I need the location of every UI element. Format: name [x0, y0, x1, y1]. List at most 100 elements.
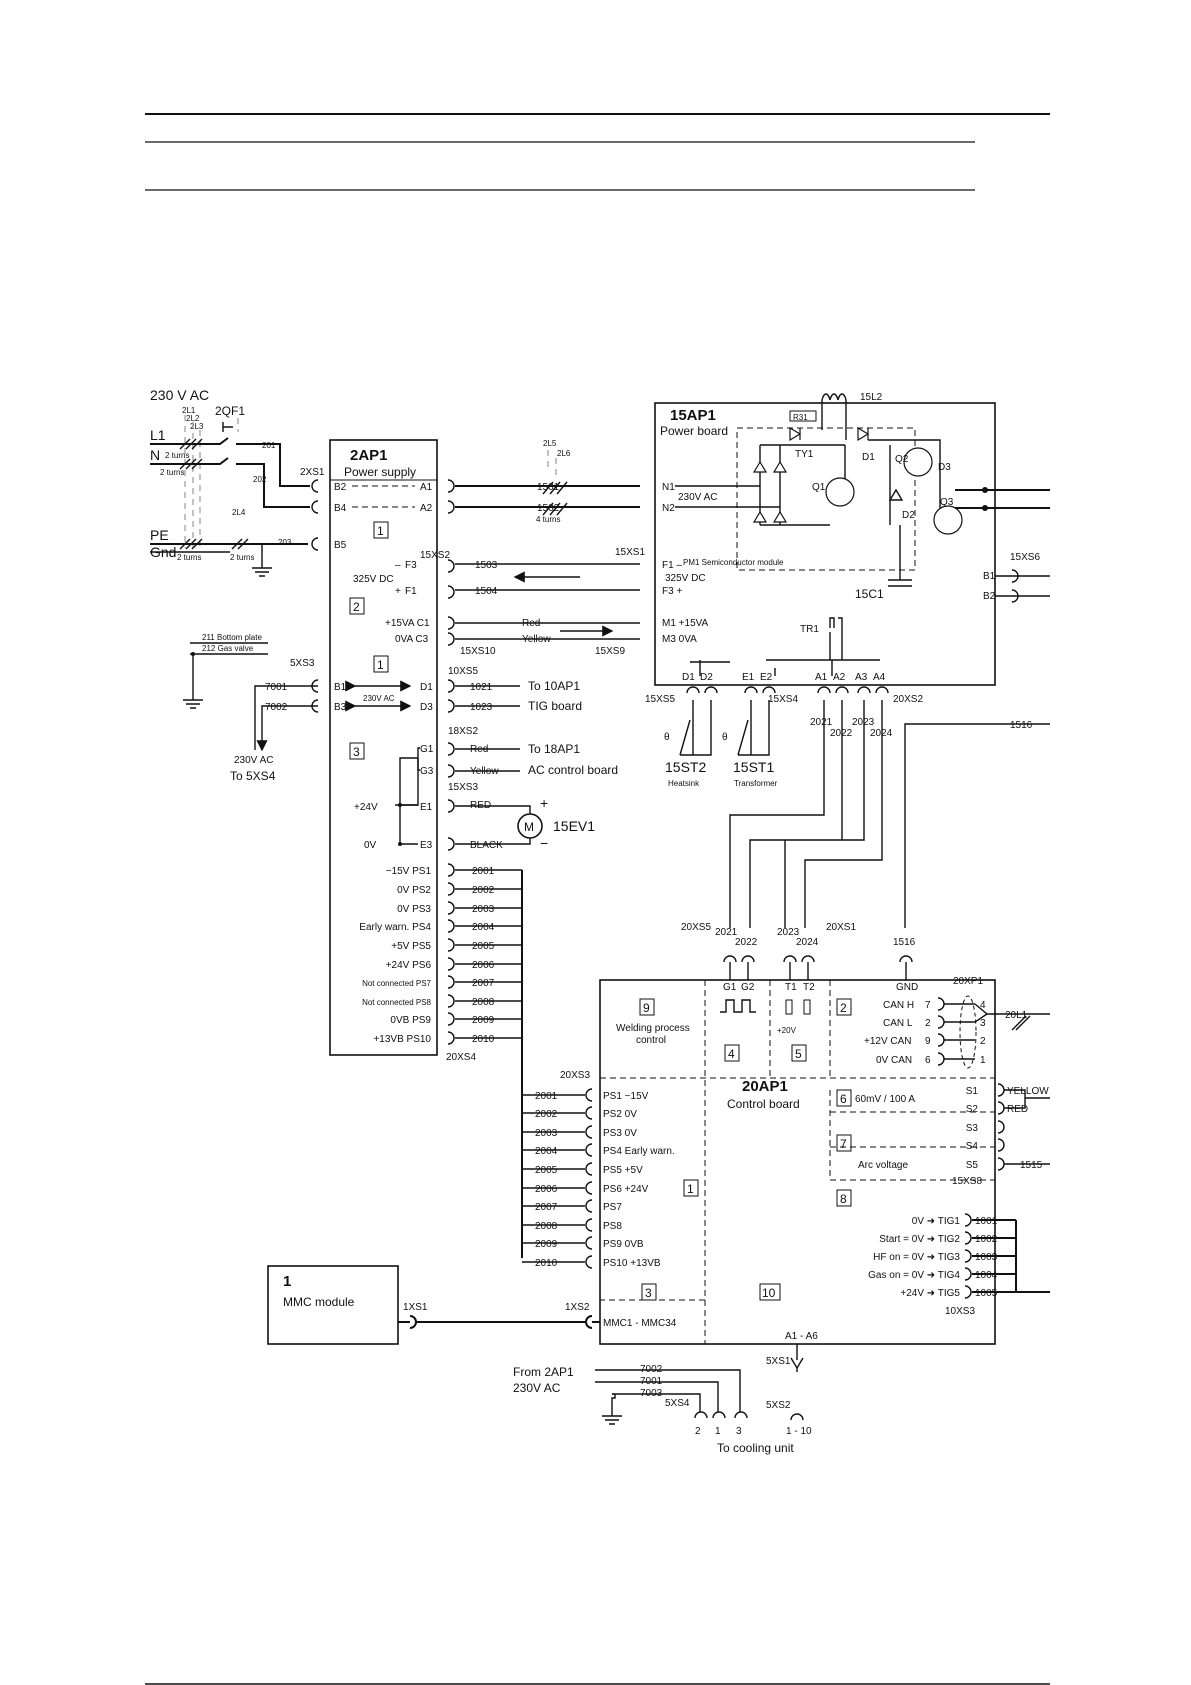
ps-pin-label: Not connected PS8: [362, 998, 431, 1007]
svg-text:7: 7: [840, 1137, 847, 1151]
svg-text:9: 9: [643, 1001, 650, 1015]
svg-text:202: 202: [253, 475, 267, 484]
svg-text:M3 0VA: M3 0VA: [662, 634, 697, 645]
svg-text:2008: 2008: [472, 997, 495, 1008]
svg-text:20XS3: 20XS3: [560, 1070, 590, 1081]
svg-text:0V CAN: 0V CAN: [876, 1055, 912, 1066]
control-board-box: [599, 979, 996, 1345]
svg-text:2L1: 2L1: [182, 406, 196, 415]
svg-text:325V DC: 325V DC: [353, 574, 394, 585]
svg-text:1: 1: [980, 1055, 986, 1066]
svg-text:CAN H: CAN H: [883, 1000, 914, 1011]
svg-text:2001: 2001: [535, 1091, 558, 1102]
svg-text:1002: 1002: [975, 1234, 998, 1245]
ps-pin-label: 0V PS3: [397, 904, 431, 915]
svg-text:D1: D1: [682, 672, 695, 683]
svg-text:6: 6: [840, 1092, 847, 1106]
svg-text:2023: 2023: [777, 927, 800, 938]
svg-text:D3: D3: [420, 702, 433, 713]
ps-pin-label: +13VB PS10: [373, 1034, 431, 1045]
svg-text:10XS3: 10XS3: [945, 1306, 975, 1317]
svg-text:B1: B1: [983, 571, 996, 582]
svg-text:2024: 2024: [796, 937, 819, 948]
svg-text:1005: 1005: [975, 1288, 998, 1299]
svg-text:6: 6: [925, 1055, 931, 1066]
svg-text:TIG board: TIG board: [528, 699, 582, 713]
svg-text:2 turns: 2 turns: [177, 553, 201, 562]
svg-text:10XS5: 10XS5: [448, 666, 478, 677]
svg-text:AC control board: AC control board: [528, 763, 618, 777]
control-board-ps-pins: 2001 2002 2003 2004 2005 2006 2007 2008 …: [522, 1088, 675, 1269]
svg-text:2001: 2001: [472, 866, 495, 877]
svg-text:2L6: 2L6: [557, 449, 571, 458]
svg-text:From 2AP1: From 2AP1: [513, 1365, 574, 1379]
svg-text:+15VA C1: +15VA C1: [385, 618, 430, 629]
svg-text:203: 203: [278, 538, 292, 547]
svg-text:θ: θ: [664, 732, 670, 743]
ps-pin-label: −15V PS1: [386, 866, 432, 877]
svg-text:Welding process: Welding process: [616, 1023, 690, 1034]
svg-text:1 - 10: 1 - 10: [786, 1426, 812, 1437]
svg-text:2008: 2008: [535, 1221, 558, 1232]
svg-text:230V AC: 230V AC: [513, 1381, 561, 1395]
svg-text:2 turns: 2 turns: [165, 451, 189, 460]
svg-text:N2: N2: [662, 503, 675, 514]
svg-text:Arc voltage: Arc voltage: [858, 1160, 908, 1171]
svg-text:2002: 2002: [535, 1109, 558, 1120]
svg-text:PS6 +24V: PS6 +24V: [603, 1184, 649, 1195]
svg-text:+12V CAN: +12V CAN: [864, 1036, 912, 1047]
svg-text:230V AC: 230V AC: [678, 492, 717, 503]
power-supply-id: 2AP1: [350, 447, 388, 464]
svg-text:10: 10: [762, 1286, 776, 1300]
svg-text:S3: S3: [966, 1123, 979, 1134]
ps-pin-label: +24V PS6: [386, 960, 432, 971]
svg-text:G1: G1: [420, 744, 434, 755]
svg-text:9: 9: [925, 1036, 931, 1047]
svg-text:2007: 2007: [472, 978, 495, 989]
svg-text:Gas on = 0V ➜ TIG4: Gas on = 0V ➜ TIG4: [868, 1270, 960, 1281]
svg-text:15L2: 15L2: [860, 392, 883, 403]
svg-text:CAN L: CAN L: [883, 1018, 913, 1029]
svg-text:F3: F3: [405, 560, 417, 571]
svg-text:3: 3: [353, 745, 360, 759]
svg-text:1021: 1021: [470, 682, 493, 693]
svg-text:L1: L1: [150, 427, 166, 443]
ps-pin-label: +5V PS5: [391, 941, 431, 952]
svg-text:S4: S4: [966, 1141, 979, 1152]
svg-text:Heatsink: Heatsink: [668, 779, 700, 788]
svg-text:15XS10: 15XS10: [460, 646, 496, 657]
svg-text:4 turns: 4 turns: [536, 515, 560, 524]
svg-text:2004: 2004: [535, 1146, 558, 1157]
svg-text:A1: A1: [420, 482, 433, 493]
svg-text:control: control: [636, 1035, 666, 1046]
svg-text:PE: PE: [150, 527, 169, 543]
svg-text:15XS5: 15XS5: [645, 694, 675, 705]
valve-motor-icon: [517, 813, 543, 839]
svg-text:B1: B1: [334, 682, 347, 693]
svg-text:N1: N1: [662, 482, 675, 493]
svg-text:212 Gas valve: 212 Gas valve: [202, 644, 254, 653]
svg-text:15XS1: 15XS1: [615, 547, 645, 558]
svg-text:4: 4: [728, 1047, 735, 1061]
svg-text:Q3: Q3: [940, 497, 954, 508]
svg-text:PS5 +5V: PS5 +5V: [603, 1165, 643, 1176]
svg-text:To 18AP1: To 18AP1: [528, 742, 580, 756]
svg-text:PS4 Early warn.: PS4 Early warn.: [603, 1146, 675, 1157]
mmc-module: 1 MMC module 1XS1: [283, 1273, 600, 1329]
svg-text:230V AC: 230V AC: [234, 755, 273, 766]
svg-text:8: 8: [840, 1192, 847, 1206]
svg-text:1: 1: [377, 524, 384, 538]
svg-text:211 Bottom plate: 211 Bottom plate: [202, 633, 262, 642]
svg-text:1001: 1001: [975, 1216, 998, 1227]
svg-text:5XS1: 5XS1: [766, 1356, 791, 1367]
svg-text:T1: T1: [785, 982, 797, 993]
svg-text:20XS4: 20XS4: [446, 1052, 476, 1063]
svg-text:B5: B5: [334, 540, 347, 551]
power-board-box: [654, 402, 996, 686]
svg-text:A3: A3: [855, 672, 868, 683]
svg-text:2: 2: [695, 1426, 701, 1437]
svg-text:G1: G1: [723, 982, 737, 993]
svg-text:7001: 7001: [265, 682, 288, 693]
svg-text:20XP1: 20XP1: [953, 976, 983, 987]
